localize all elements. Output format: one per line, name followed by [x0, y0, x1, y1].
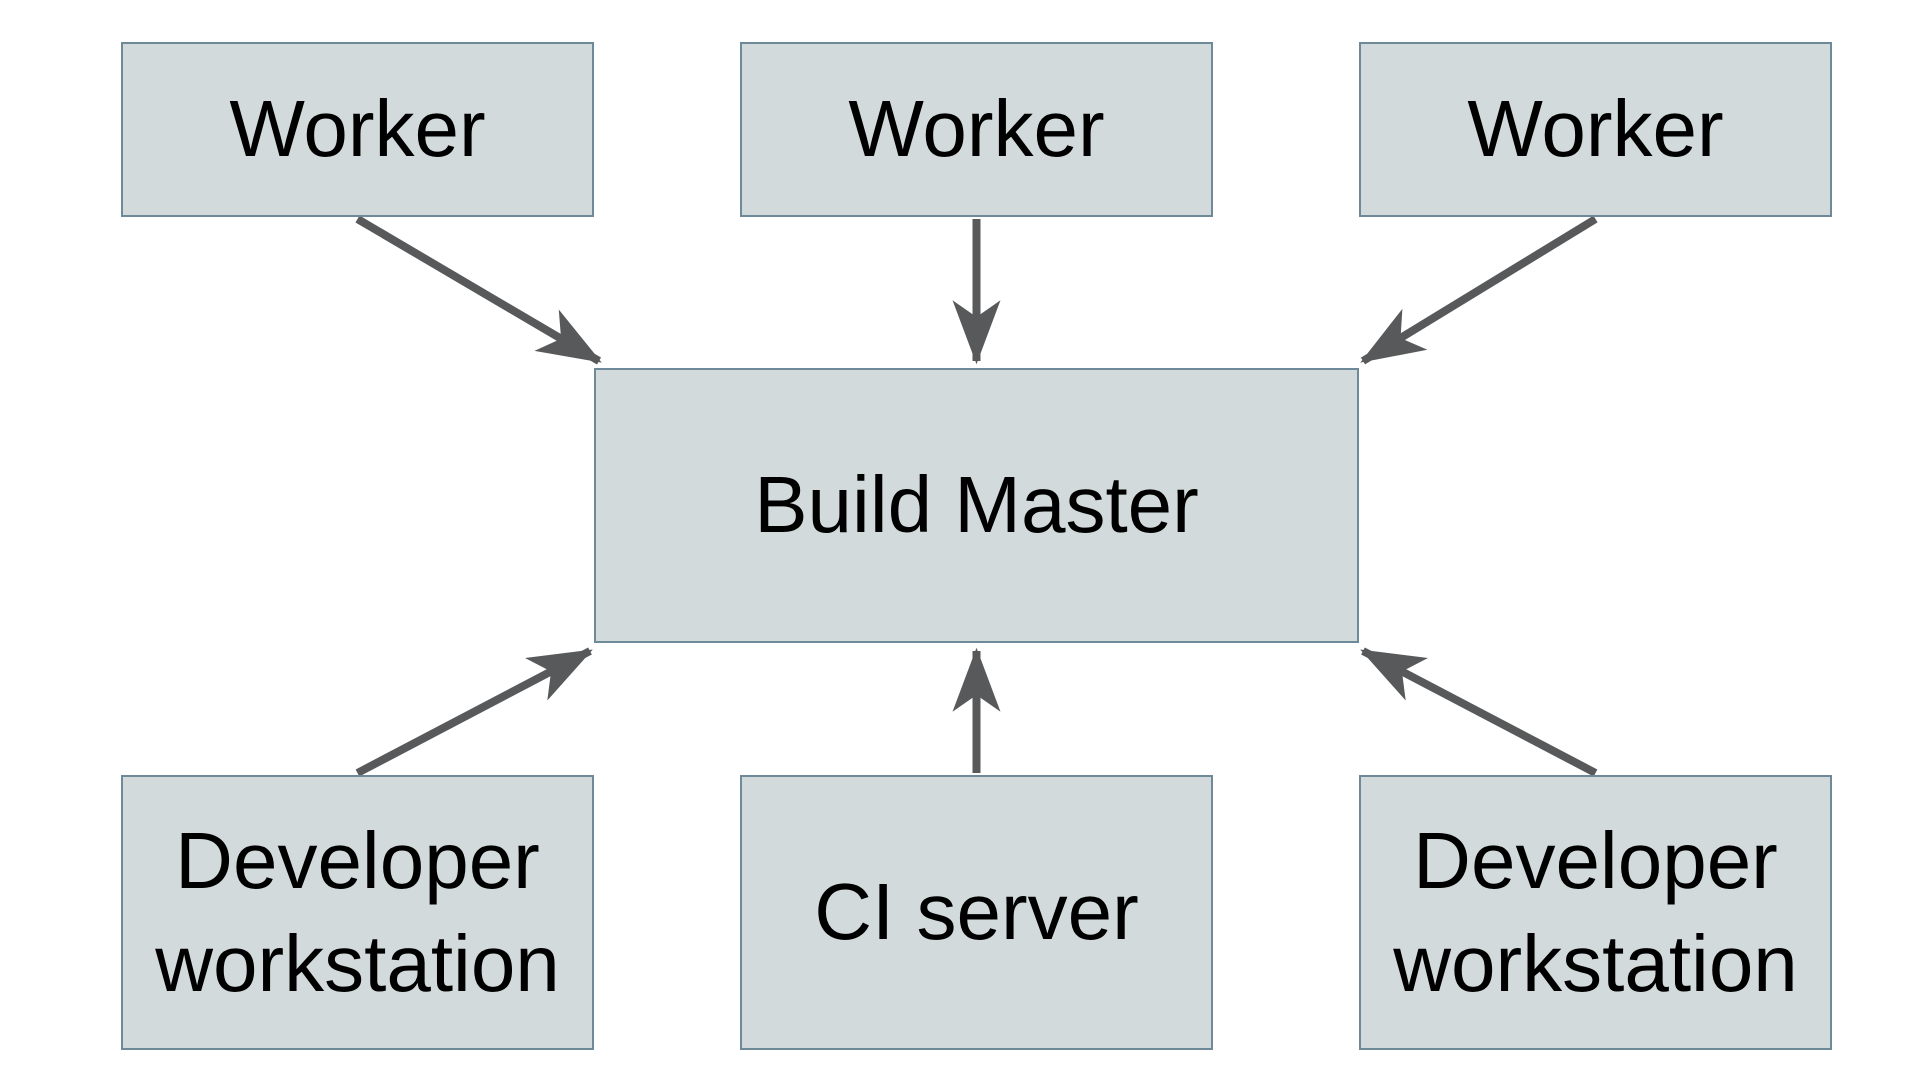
node-worker-3: Worker	[1359, 42, 1832, 217]
node-build-master: Build Master	[594, 368, 1359, 643]
node-label: Build Master	[754, 460, 1199, 550]
node-label: CI server	[814, 867, 1139, 957]
node-label: Worker	[229, 84, 486, 174]
node-developer-workstation-right: Developer workstation	[1359, 775, 1832, 1050]
node-label: Worker	[848, 84, 1105, 174]
node-developer-workstation-left: Developer workstation	[121, 775, 594, 1050]
node-label: Worker	[1467, 84, 1724, 174]
node-ci-server: CI server	[740, 775, 1213, 1050]
arrow-developer-workstation-right-to-build-master	[1360, 647, 1598, 777]
node-worker-2: Worker	[740, 42, 1213, 217]
arrow-developer-workstation-left-to-build-master	[355, 647, 593, 777]
node-label: Developer workstation	[1393, 816, 1798, 1008]
arrow-worker-3-to-build-master	[1360, 215, 1598, 365]
node-label: Developer workstation	[155, 816, 560, 1008]
arrow-worker-1-to-build-master	[355, 215, 602, 365]
node-worker-1: Worker	[121, 42, 594, 217]
